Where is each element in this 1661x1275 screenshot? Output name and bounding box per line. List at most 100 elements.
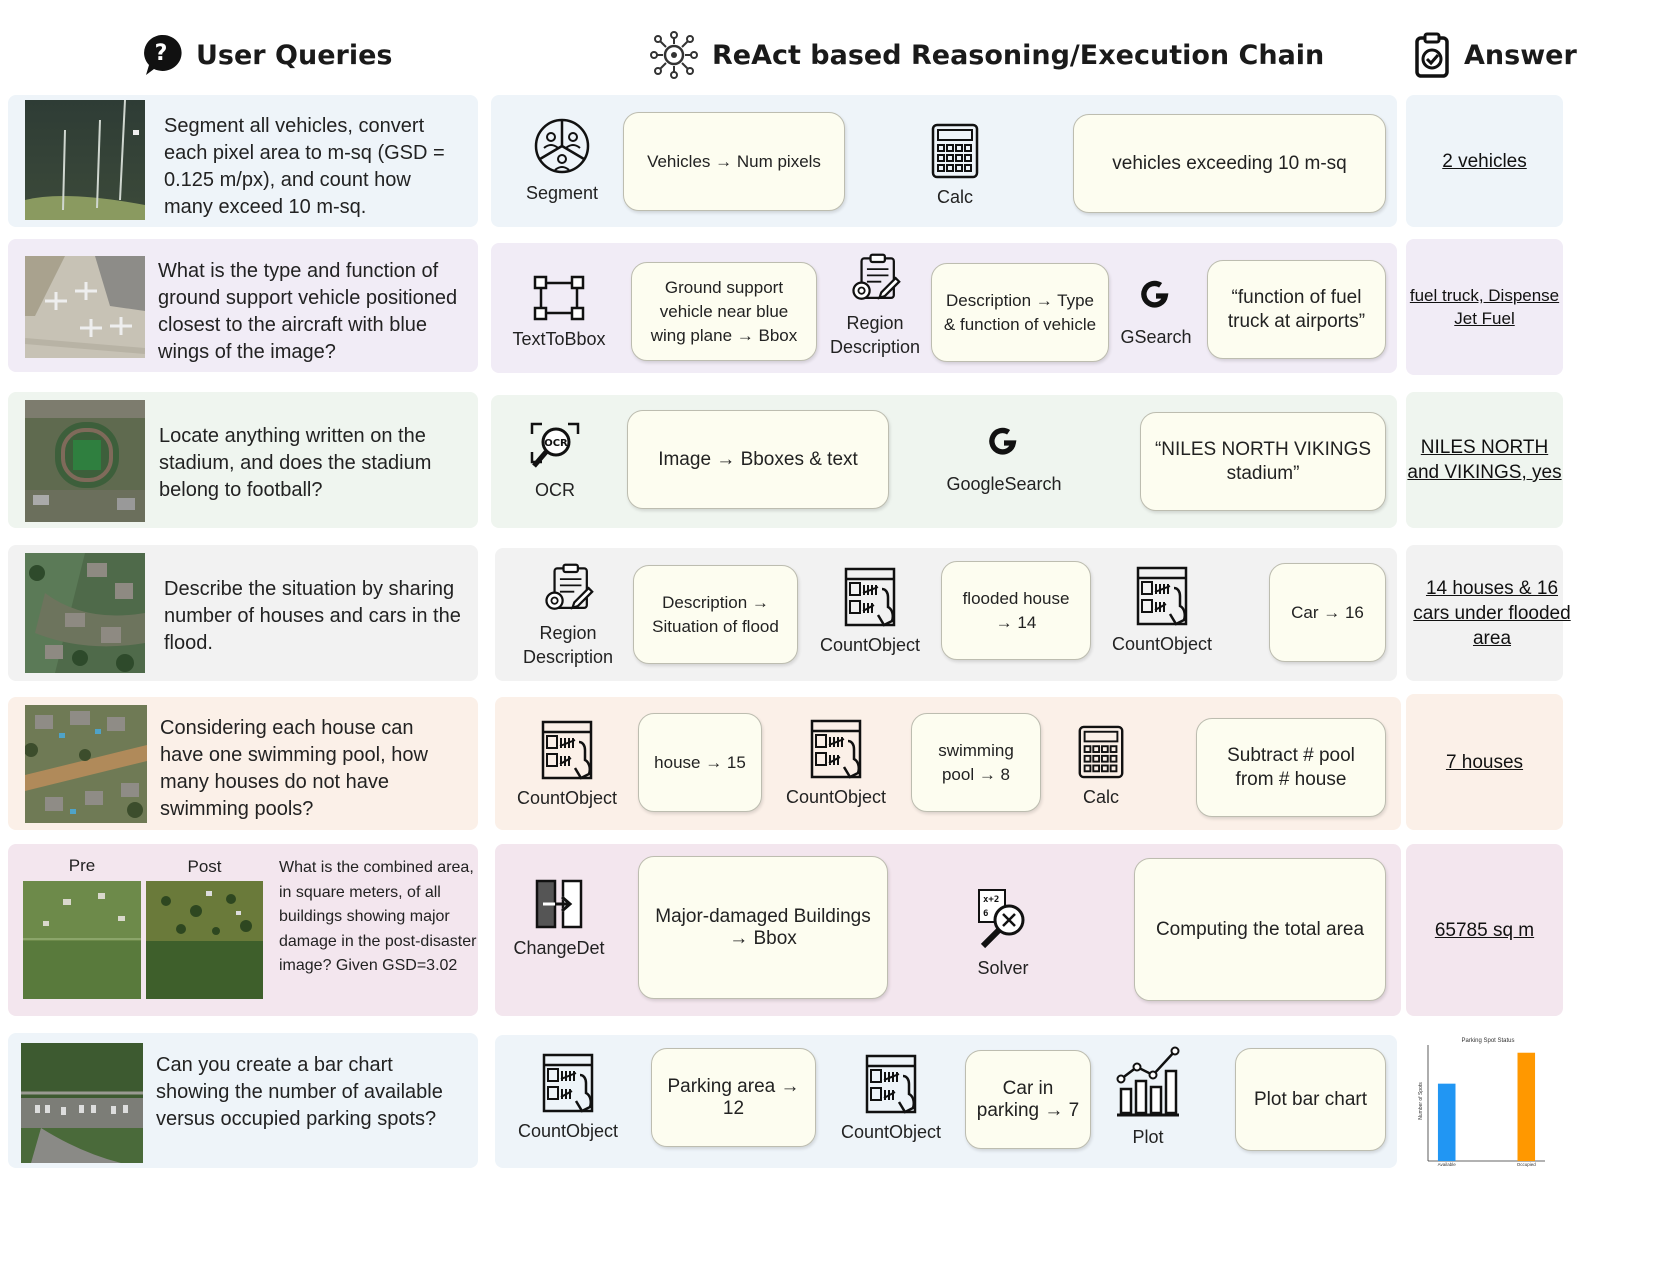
tool-label: OCR bbox=[535, 480, 575, 500]
query-text: Segment all vehicles, convert each pixel… bbox=[164, 115, 445, 218]
chart-tick-label: Available bbox=[1438, 1162, 1457, 1167]
answer-title: Answer bbox=[1464, 39, 1577, 71]
chart-bar-available bbox=[1437, 1083, 1456, 1161]
tool-label: Solver bbox=[977, 958, 1029, 978]
count-object-icon bbox=[865, 1054, 917, 1114]
query-text: Considering each house can have one swim… bbox=[160, 717, 428, 820]
row-1: Segment all vehicles, convert each pixel… bbox=[0, 95, 1661, 231]
step-box: vehicles exceeding 10 m-sq bbox=[1073, 114, 1386, 213]
step-box: Vehicles → Num pixels bbox=[623, 112, 845, 211]
solver-icon: x+2 6 bbox=[978, 889, 1025, 949]
answer-text: 14 houses & 16 cars under flooded area bbox=[1413, 577, 1571, 649]
step-box: Description → Situation of flood bbox=[633, 565, 798, 664]
svg-text:6: 6 bbox=[983, 909, 988, 919]
tool-gsearch: GSearch bbox=[1094, 273, 1218, 349]
step-box: house → 15 bbox=[638, 713, 762, 812]
tool-count-object: CountObject bbox=[829, 1054, 953, 1144]
svg-text:OCR: OCR bbox=[544, 438, 568, 449]
tool-label: Segment bbox=[525, 183, 599, 203]
answer-header: Answer bbox=[1414, 30, 1577, 80]
answer-panel bbox=[1406, 844, 1563, 1016]
answer-text: fuel truck, Dispense Jet Fuel bbox=[1409, 286, 1560, 328]
tool-count-object: CountObject bbox=[505, 720, 629, 810]
tool-segment: Segment bbox=[500, 117, 624, 205]
google-icon bbox=[981, 420, 1027, 466]
tool-region-description: Region Description bbox=[813, 253, 937, 359]
step-box: “NILES NORTH VIKINGS stadium” bbox=[1140, 412, 1386, 511]
tool-label: CountObject bbox=[517, 1121, 619, 1141]
calculator-icon bbox=[931, 123, 979, 179]
tool-label: TextToBbox bbox=[512, 329, 606, 349]
satellite-image-flood bbox=[25, 553, 145, 673]
step-box: Plot bar chart bbox=[1235, 1048, 1386, 1151]
step-box: Parking area → 12 bbox=[651, 1048, 816, 1147]
tool-count-object: CountObject bbox=[506, 1053, 630, 1143]
chart-title: Parking Spot Status bbox=[1461, 1038, 1514, 1044]
tool-calc: Calc bbox=[1039, 725, 1163, 809]
answer-text: NILES NORTH and VIKINGS, yes bbox=[1407, 437, 1562, 483]
step-box: flooded house → 14 bbox=[941, 561, 1091, 660]
tool-label: CountObject bbox=[840, 1122, 942, 1142]
answer-panel bbox=[1406, 392, 1563, 528]
answer-text: 65785 sq m bbox=[1434, 919, 1535, 941]
query-text: Can you create a bar chart showing the n… bbox=[156, 1054, 443, 1130]
row-2: What is the type and function of ground … bbox=[0, 239, 1661, 375]
row-4: Describe the situation by sharing number… bbox=[0, 545, 1661, 681]
answer-panel bbox=[1406, 95, 1563, 227]
segment-icon bbox=[534, 118, 590, 174]
tool-plot: Plot bbox=[1086, 1045, 1210, 1149]
tool-count-object: CountObject bbox=[1100, 566, 1224, 656]
svg-text:x+2: x+2 bbox=[983, 895, 999, 905]
tool-label: CountObject bbox=[785, 787, 887, 807]
chart-tick-label: Occupied bbox=[1517, 1162, 1537, 1167]
post-label: Post bbox=[187, 857, 222, 876]
count-object-icon bbox=[1136, 566, 1188, 626]
answer-panel bbox=[1406, 239, 1563, 375]
step-box: Car → 16 bbox=[1269, 563, 1386, 662]
clipboard-check-icon bbox=[1415, 32, 1449, 78]
tool-label: CountObject bbox=[516, 788, 618, 808]
change-detection-icon bbox=[535, 879, 583, 929]
region-description-icon bbox=[545, 563, 594, 610]
row-3: Locate anything written on the stadium, … bbox=[0, 392, 1661, 528]
query-text: What is the combined area, in square met… bbox=[279, 859, 477, 974]
google-icon bbox=[1133, 273, 1179, 319]
parking-bar-chart: Parking Spot Status Number of Spots Avai… bbox=[1418, 1038, 1545, 1167]
step-box: Ground support vehicle near blue wing pl… bbox=[631, 262, 817, 361]
question-bubble-icon: ? bbox=[144, 34, 182, 75]
count-object-icon bbox=[541, 720, 593, 780]
tool-label: Plot bbox=[1132, 1127, 1164, 1147]
query-text: Describe the situation by sharing number… bbox=[164, 578, 461, 654]
svg-text:?: ? bbox=[155, 41, 168, 66]
chain-header: ReAct based Reasoning/Execution Chain bbox=[650, 30, 1324, 80]
satellite-image-stadium bbox=[25, 400, 145, 522]
tool-label: GSearch bbox=[1120, 327, 1192, 347]
chain-title: ReAct based Reasoning/Execution Chain bbox=[712, 39, 1325, 71]
count-object-icon bbox=[844, 567, 896, 627]
chart-bar-occupied bbox=[1517, 1052, 1536, 1161]
tool-label: CountObject bbox=[819, 635, 921, 655]
answer-text: 7 houses bbox=[1445, 751, 1524, 773]
tool-solver: x+2 6 Solver bbox=[941, 888, 1065, 980]
row-6: Pre Post What is the combined area, in s… bbox=[0, 844, 1661, 1019]
satellite-image-houses bbox=[25, 705, 147, 823]
chart-y-axis-label: Number of Spots bbox=[1418, 1082, 1424, 1120]
tool-count-object: CountObject bbox=[774, 719, 898, 809]
tool-label: Calc bbox=[936, 187, 973, 207]
query-text: What is the type and function of ground … bbox=[158, 260, 458, 363]
step-box: Computing the total area bbox=[1134, 858, 1386, 1001]
tool-calc: Calc bbox=[893, 123, 1017, 209]
tool-ocr: OCR OCR bbox=[493, 420, 617, 502]
tool-region-description: Region Description bbox=[506, 563, 630, 669]
count-object-icon bbox=[810, 719, 862, 779]
tool-label: CountObject bbox=[1111, 634, 1213, 654]
satellite-image-post bbox=[146, 881, 263, 999]
step-box: Major-damaged Buildings → Bbox bbox=[638, 856, 888, 999]
tool-count-object: CountObject bbox=[808, 567, 932, 657]
calculator-icon bbox=[1078, 725, 1124, 779]
step-box: Image → Bboxes & text bbox=[627, 410, 889, 509]
satellite-image-pre bbox=[23, 881, 141, 999]
gear-network-icon bbox=[650, 31, 698, 79]
query-text: Locate anything written on the stadium, … bbox=[159, 425, 432, 501]
answer-text: 2 vehicles bbox=[1442, 150, 1527, 172]
